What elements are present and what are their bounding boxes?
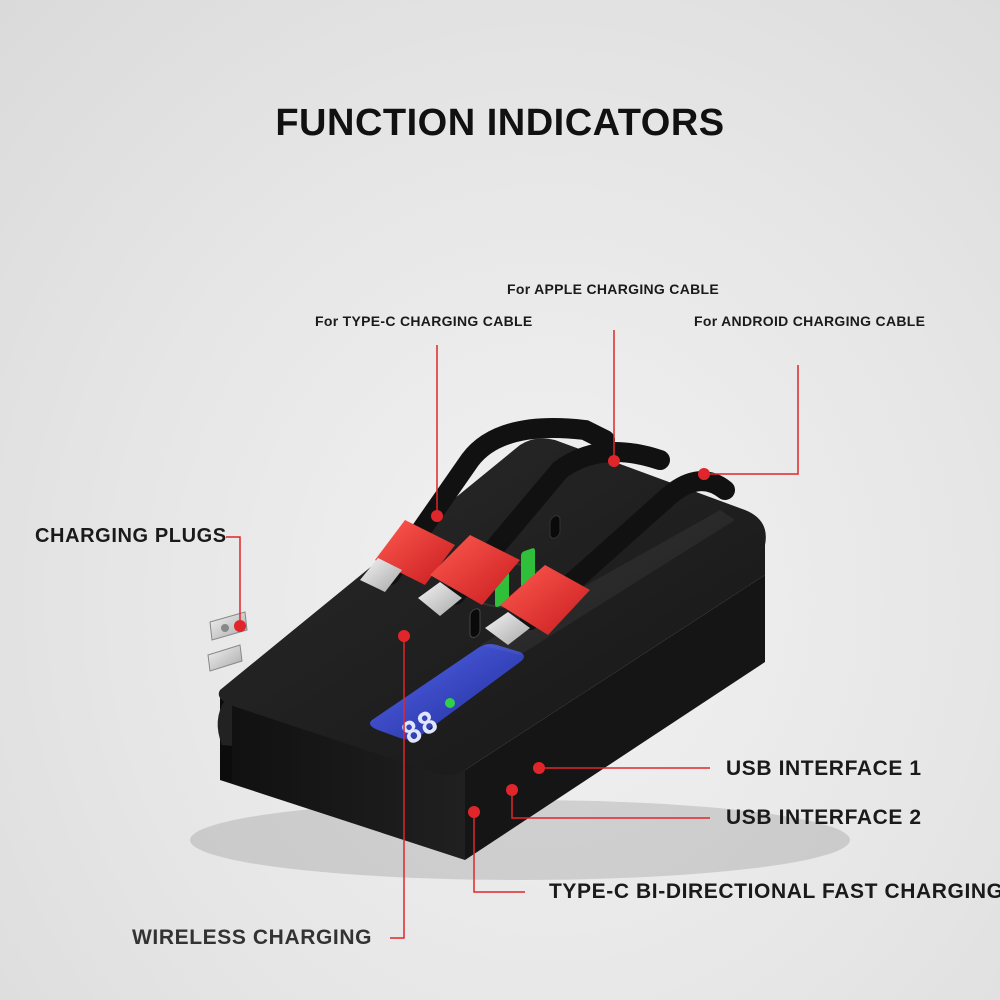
power-button: [549, 515, 561, 539]
indicator-dots: [234, 455, 710, 818]
status-led: [445, 698, 455, 708]
cable-apple: [418, 442, 670, 616]
label-usb-interface-2: USB INTERFACE 2: [726, 806, 922, 829]
charging-plugs: [207, 611, 248, 672]
page-title: FUNCTION INDICATORS: [275, 102, 725, 144]
label-type-c-port: TYPE-C BI-DIRECTIONAL FAST CHARGING: [549, 880, 1000, 903]
cable-type-c: [360, 418, 615, 592]
label-wireless-charging: WIRELESS CHARGING: [132, 926, 373, 949]
label-usb-interface-1: USB INTERFACE 1: [726, 757, 922, 780]
label-android-cable: For ANDROID CHARGING CABLE: [694, 313, 926, 329]
type-c-port: [469, 608, 481, 638]
label-charging-plugs: CHARGING PLUGS: [35, 525, 227, 547]
label-type-c-cable: For TYPE-C CHARGING CABLE: [315, 313, 533, 329]
indicator-lines: [226, 330, 799, 939]
cable-android: [485, 471, 735, 645]
battery-display: [370, 644, 524, 740]
label-apple-cable: For APPLE CHARGING CABLE: [507, 281, 720, 297]
power-bank-side-face: [465, 575, 765, 860]
